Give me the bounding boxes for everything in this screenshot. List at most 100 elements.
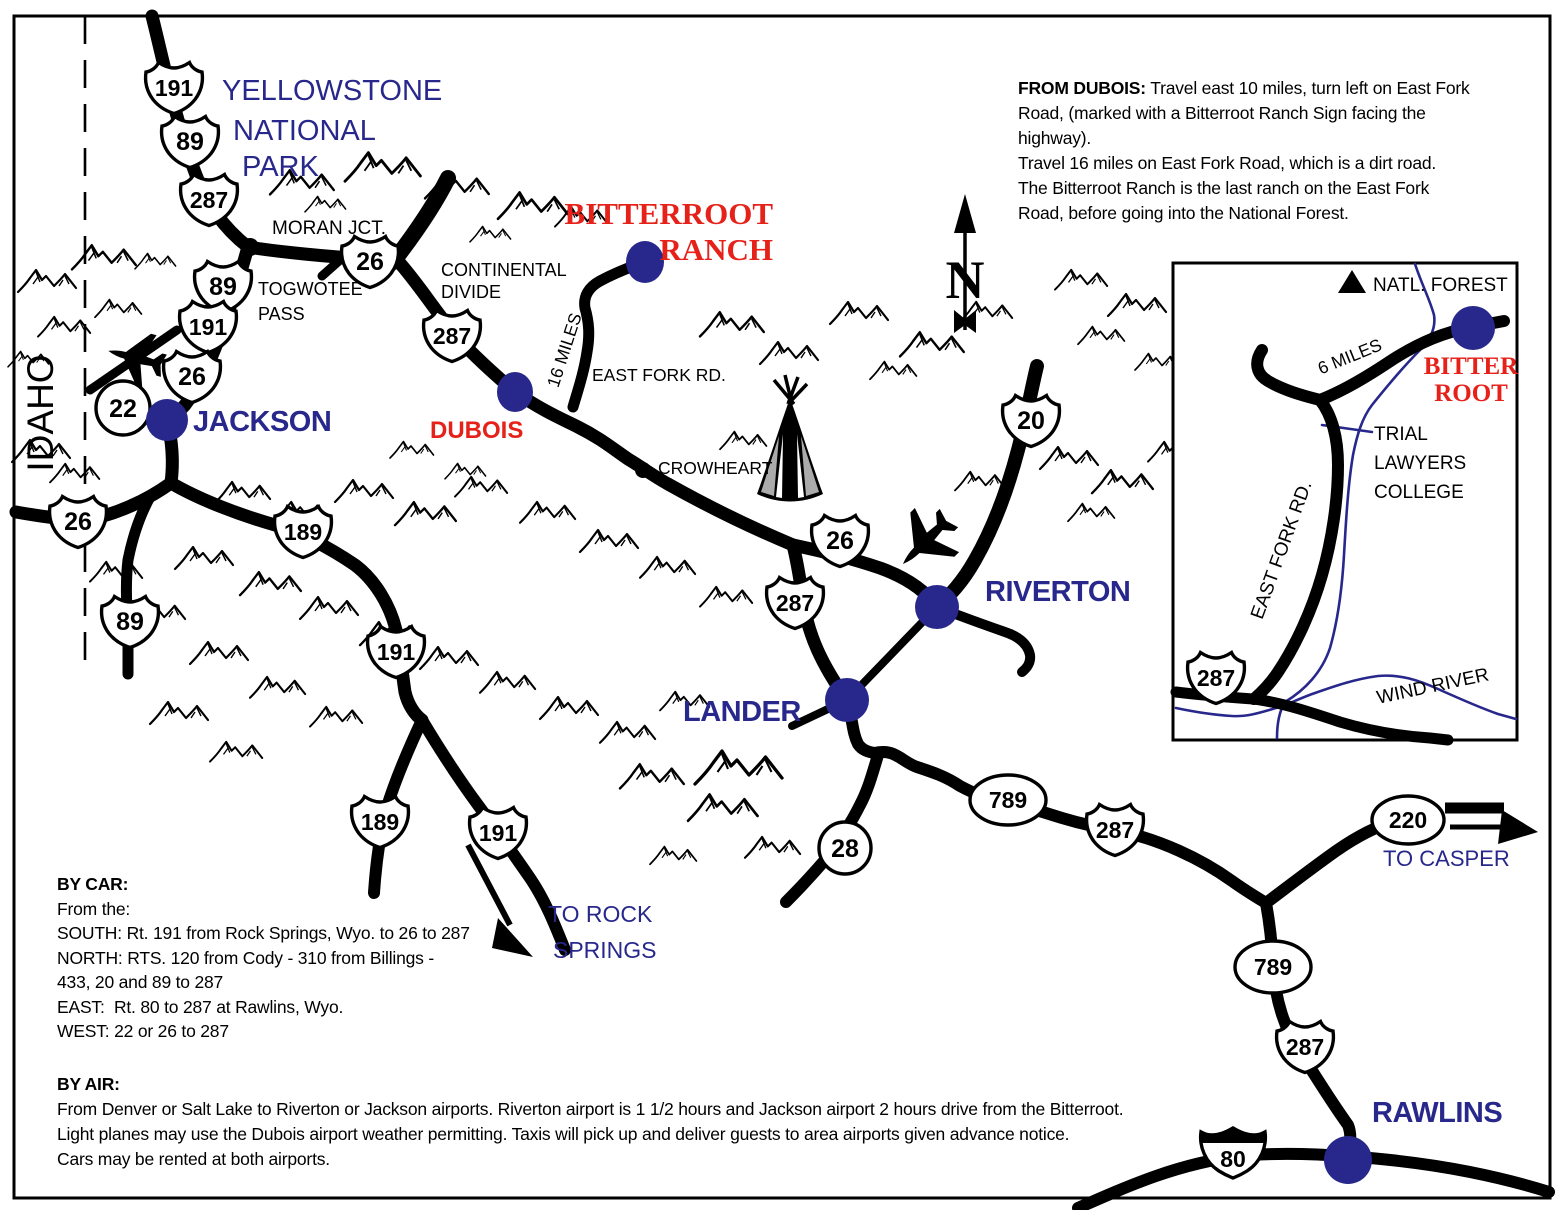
moran-junction-dot — [241, 238, 259, 256]
shield-191: 191 — [467, 805, 529, 861]
shield-26: 26 — [809, 513, 871, 569]
svg-text:287: 287 — [190, 187, 228, 213]
jackson-dot — [146, 399, 188, 441]
svg-text:189: 189 — [361, 809, 399, 835]
crowheart-dot — [635, 462, 651, 478]
note-heading: FROM DUBOIS: — [1018, 78, 1146, 98]
moran-jct-label: MORAN JCT. — [272, 218, 386, 239]
mountain-range-icons — [7, 151, 1202, 866]
shield-89: 89 — [192, 259, 254, 315]
continental-divide-label-1: CONTINENTAL — [441, 260, 567, 280]
riverton-dot — [915, 585, 959, 629]
svg-text:287: 287 — [1197, 665, 1235, 691]
svg-text:191: 191 — [479, 820, 518, 846]
svg-text:287: 287 — [776, 590, 814, 616]
shield-287: 287 — [421, 308, 483, 364]
yellowstone-label-3: PARK — [242, 151, 319, 183]
college-label-2: LAWYERS — [1374, 453, 1466, 474]
shield-interstate-80: 80 — [1198, 1126, 1268, 1180]
bitterroot-ranch-dot — [626, 241, 664, 283]
togwotee-label-1: TOGWOTEE — [258, 279, 363, 299]
shield-287: 287 — [1274, 1019, 1336, 1075]
crowheart-label: CROWHEART — [658, 458, 773, 478]
teepee-icon — [757, 374, 823, 502]
road-east-fork — [567, 256, 651, 413]
svg-text:189: 189 — [284, 519, 322, 545]
shield-22: 22 — [94, 379, 152, 437]
shield-189: 189 — [349, 794, 411, 850]
college-label-3: COLLEGE — [1374, 482, 1464, 503]
yellowstone-label-2: NATIONAL — [233, 115, 376, 147]
svg-text:22: 22 — [109, 395, 137, 423]
riverton-label: RIVERTON — [985, 576, 1130, 608]
svg-text:220: 220 — [1389, 807, 1427, 833]
svg-text:28: 28 — [831, 835, 859, 863]
by-car-directions: BY CAR: From the: SOUTH: Rt. 191 from Ro… — [57, 872, 537, 1044]
svg-text:89: 89 — [116, 608, 144, 636]
map-labels: YELLOWSTONE NATIONAL PARK IDAHO MORAN JC… — [20, 75, 1510, 1129]
shield-191: 191 — [365, 624, 427, 680]
shield-287: 287 — [1084, 802, 1146, 858]
svg-text:789: 789 — [989, 787, 1027, 813]
inset-shield-287: 287 — [1185, 650, 1247, 706]
inset-creek — [1275, 262, 1436, 740]
idaho-label: IDAHO — [20, 354, 61, 471]
road-moran-spur — [317, 255, 345, 281]
to-rock-springs-label-1: TO ROCK — [548, 901, 653, 927]
rawlins-label: RAWLINS — [1372, 1097, 1502, 1129]
svg-text:191: 191 — [155, 75, 194, 101]
svg-text:789: 789 — [1254, 954, 1292, 980]
road-789-287-east — [869, 745, 1272, 909]
inset-bitterroot-label-1: BITTER — [1424, 353, 1519, 380]
shield-26: 26 — [47, 494, 109, 550]
svg-text:26: 26 — [178, 363, 206, 391]
road-dubois-crowheart — [508, 385, 800, 552]
yellowstone-label-1: YELLOWSTONE — [222, 75, 442, 107]
inset-road-hook — [1251, 344, 1326, 406]
svg-text:287: 287 — [1096, 817, 1134, 843]
shield-789: 789 — [968, 773, 1048, 827]
shield-789: 789 — [1233, 939, 1313, 995]
inset-road-east-fork — [1248, 394, 1344, 705]
road-interstate-80 — [1072, 1148, 1555, 1210]
continental-divide-label-2: DIVIDE — [441, 282, 501, 302]
by-air-directions: BY AIR: From Denver or Salt Lake to Rive… — [57, 1072, 1527, 1172]
natl-forest-label: NATL. FOREST — [1373, 275, 1508, 296]
inset-bitterroot-dot — [1451, 306, 1495, 350]
shield-191: 191 — [143, 60, 205, 116]
town-dots — [146, 238, 1372, 1184]
svg-text:26: 26 — [356, 248, 384, 276]
dubois-label: DUBOIS — [430, 417, 523, 444]
svg-text:191: 191 — [377, 639, 416, 665]
road-route-189 — [164, 476, 429, 727]
lander-dot — [825, 678, 869, 722]
inset-map: 287 NATL. FOREST BITTER ROOT 6 MILES TRI… — [1170, 261, 1519, 746]
rawlins-dot — [1324, 1136, 1372, 1184]
svg-text:287: 287 — [433, 323, 471, 349]
college-label-1: TRIAL — [1374, 424, 1428, 445]
to-rock-springs-label-2: SPRINGS — [553, 937, 657, 963]
bitterroot-ranch-label-2: RANCH — [659, 232, 773, 267]
road-northeast-stub — [385, 170, 456, 270]
to-casper-label: TO CASPER — [1383, 846, 1510, 871]
svg-text:20: 20 — [1017, 407, 1045, 435]
svg-text:89: 89 — [176, 128, 204, 156]
svg-text:26: 26 — [64, 508, 92, 536]
natl-forest-triangle-icon — [1338, 270, 1366, 293]
togwotee-label-2: PASS — [258, 304, 305, 324]
svg-text:80: 80 — [1220, 1146, 1246, 1172]
svg-text:26: 26 — [826, 527, 854, 555]
shield-287: 287 — [764, 575, 826, 631]
inset-wind-river — [1174, 674, 1518, 721]
bitterroot-ranch-label-1: BITTERROOT — [565, 196, 774, 231]
by-car-heading: BY CAR: — [57, 874, 129, 894]
shield-189: 189 — [272, 504, 334, 560]
shield-191: 191 — [177, 299, 239, 355]
rock-springs-arrow — [465, 843, 533, 957]
shield-26: 26 — [339, 234, 401, 290]
svg-text:89: 89 — [209, 273, 237, 301]
jackson-label: JACKSON — [193, 406, 331, 438]
route-shields: 191 89 287 26 89 191 26 287 26 89 189 19… — [47, 60, 1446, 1180]
map-border — [12, 14, 1552, 1200]
